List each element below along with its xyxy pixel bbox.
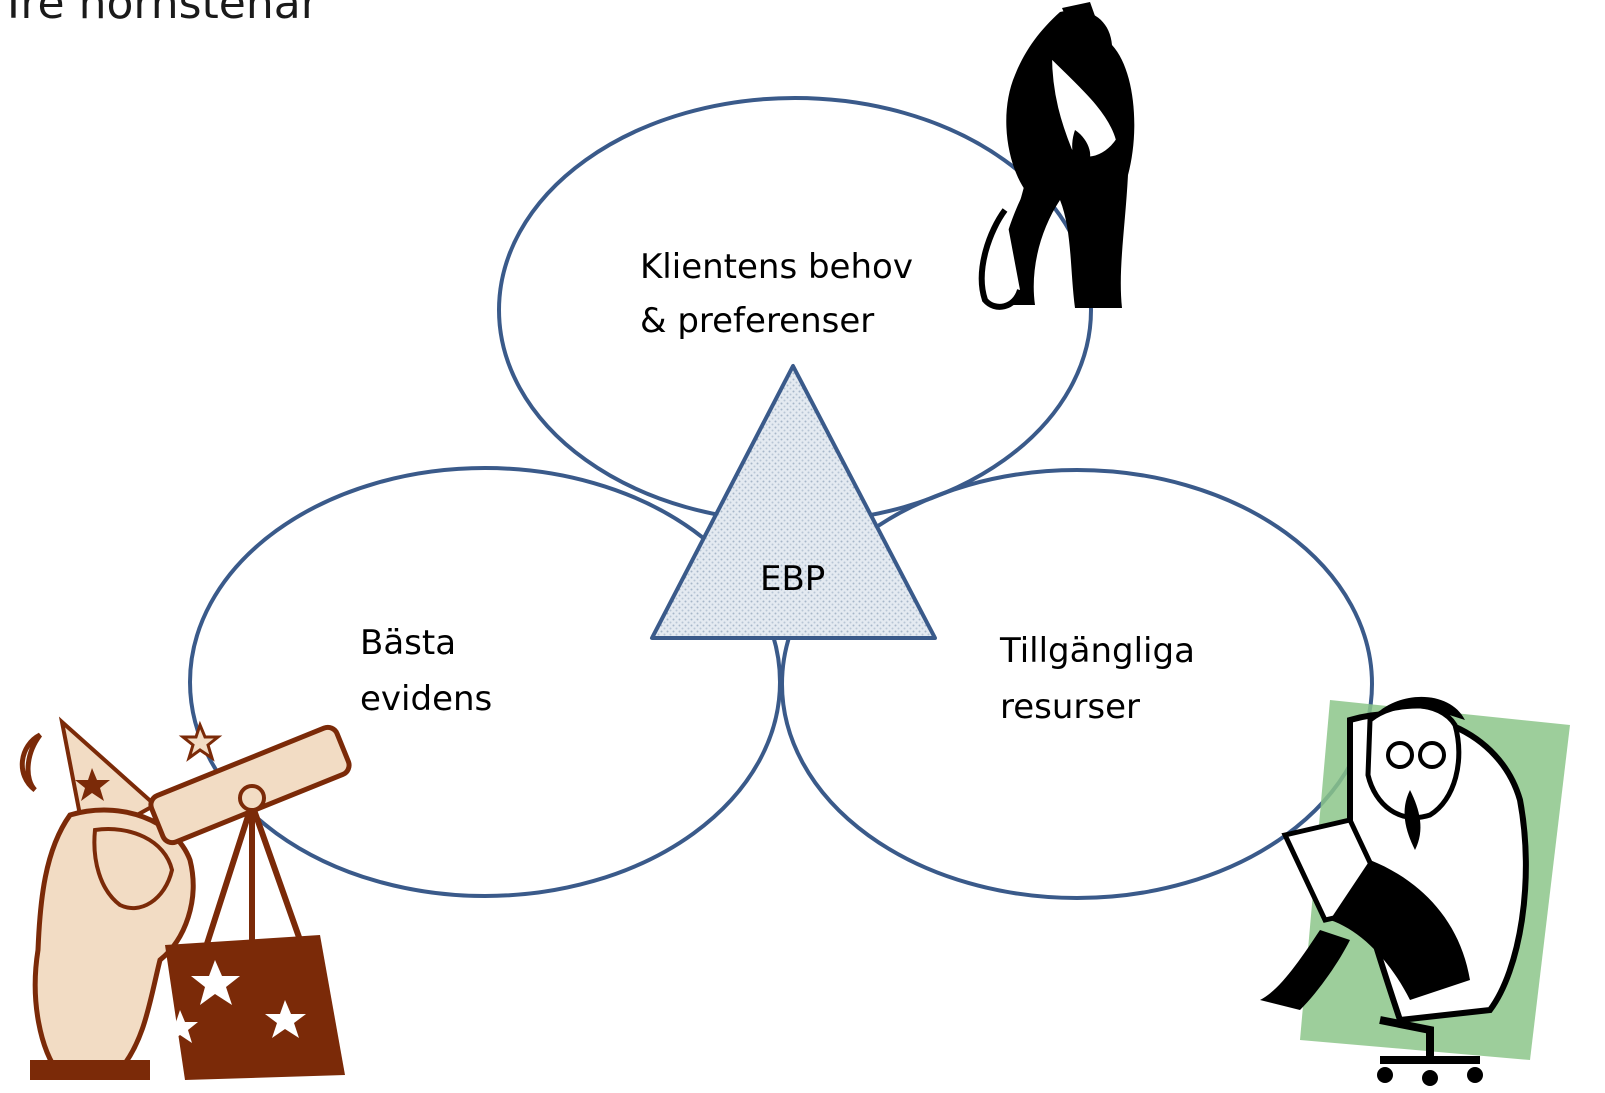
- right-label-line2: resurser: [1000, 687, 1140, 727]
- page-title: Tre hörnstenar: [0, 0, 319, 29]
- ebp-triangle: [650, 364, 937, 640]
- center-label: EBP: [760, 559, 825, 599]
- left-label-line2: evidens: [360, 679, 492, 719]
- right-ellipse: [780, 468, 1374, 900]
- astronomer-telescope-icon: [19, 716, 352, 1080]
- top-label-line2: & preferenser: [640, 301, 874, 341]
- top-label-line1: Klientens behov: [640, 247, 913, 287]
- left-ellipse: [188, 466, 782, 898]
- patient-crutches-icon: [978, 2, 1135, 310]
- left-label-line1: Bästa: [360, 623, 456, 663]
- right-label-line1: Tillgängliga: [999, 631, 1195, 671]
- doctor-clipboard-icon: [1260, 696, 1570, 1086]
